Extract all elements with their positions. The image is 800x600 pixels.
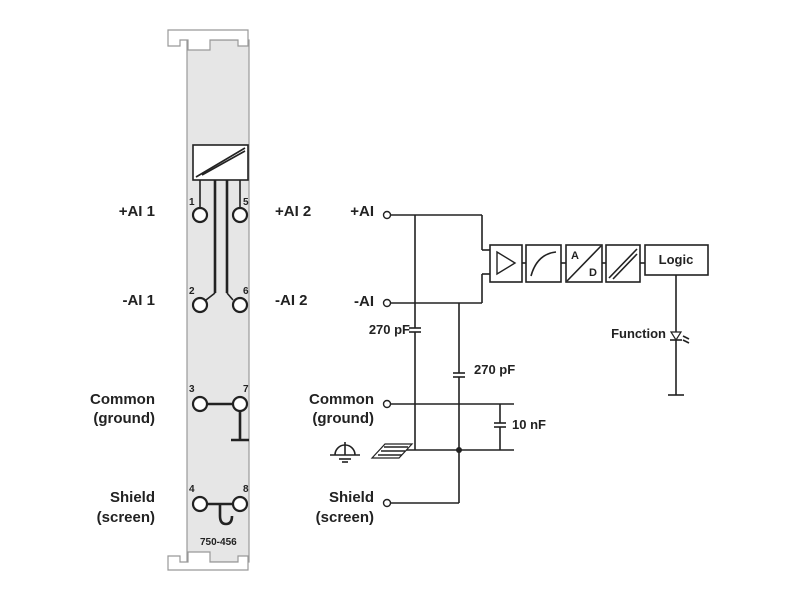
cap1-label: 270 pF: [369, 322, 410, 337]
io-module: 1 5 2 6 3 7 4 8 750-456: [167, 29, 250, 571]
terminal-7: [231, 395, 249, 413]
label-right-ai-minus: -AI: [354, 293, 374, 310]
isolation-icon: [605, 244, 641, 283]
cap3-label: 10 nF: [512, 417, 546, 432]
label-shield: Shield: [110, 489, 155, 506]
terminal-6: [231, 296, 249, 314]
pin-2: 2: [189, 286, 195, 297]
label-right-shield: Shield: [329, 489, 374, 506]
label-right-common: Common: [309, 391, 374, 408]
pin-8: 8: [243, 484, 249, 495]
adc-label-a: A: [571, 250, 579, 262]
filter-icon: [525, 244, 562, 283]
din-rail-icon: [370, 443, 414, 459]
ground-symbol-icon: [330, 442, 360, 463]
label-ai1-plus: +AI 1: [119, 203, 155, 220]
label-right-common-ground: (ground): [312, 410, 374, 427]
pin-6: 6: [243, 286, 249, 297]
label-ai2-plus: +AI 2: [275, 203, 311, 220]
amplifier-icon: [489, 244, 523, 283]
pin-4: 4: [189, 484, 195, 495]
terminal-2: [191, 296, 209, 314]
label-right-shield-screen: (screen): [316, 509, 374, 526]
schematic-terminal-ai-plus: [382, 210, 392, 220]
logic-label: Logic: [659, 252, 694, 267]
adc-label-d: D: [589, 267, 597, 279]
terminal-4: [191, 495, 209, 513]
label-ai2-minus: -AI 2: [275, 292, 308, 309]
schematic-terminal-ai-minus: [382, 298, 392, 308]
terminal-8: [231, 495, 249, 513]
bottom-latch: [167, 551, 249, 571]
pin-7: 7: [243, 384, 249, 395]
part-number: 750-456: [200, 537, 237, 548]
pin-3: 3: [189, 384, 195, 395]
led-icon: [669, 331, 690, 344]
function-led-label: Function: [611, 326, 666, 341]
label-common-ground: (ground): [93, 410, 155, 427]
schematic-terminal-shield: [382, 498, 392, 508]
ad-converter-icon: A D: [565, 244, 603, 283]
cap2-label: 270 pF: [474, 362, 515, 377]
pin-1: 1: [189, 197, 195, 208]
logic-block: [644, 244, 709, 276]
terminal-5: [231, 206, 249, 224]
terminal-1: [191, 206, 209, 224]
terminal-3: [191, 395, 209, 413]
label-right-ai-plus: +AI: [350, 203, 374, 220]
label-common: Common: [90, 391, 155, 408]
schematic: A D Logic Function 270 pF 270 pF 10 nF: [330, 210, 709, 508]
junction-dot: [456, 447, 462, 453]
top-latch: [167, 29, 249, 51]
label-ai1-minus: -AI 1: [122, 292, 155, 309]
pin-5: 5: [243, 197, 249, 208]
schematic-terminal-common: [382, 399, 392, 409]
label-shield-screen: (screen): [97, 509, 155, 526]
